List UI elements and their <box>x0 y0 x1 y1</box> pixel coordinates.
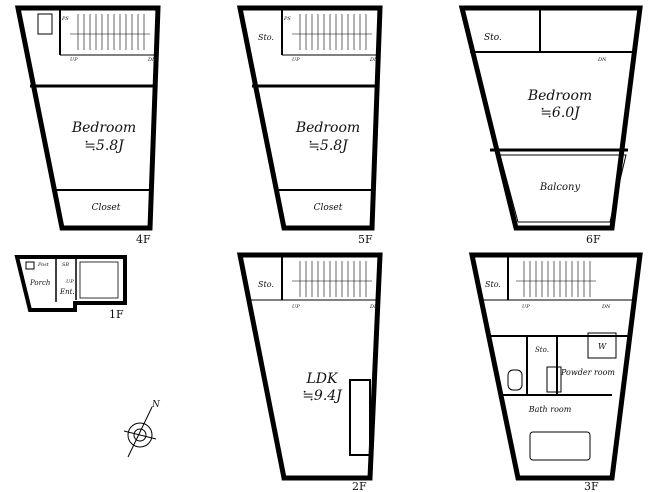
floor-1f: Post SB Porch Ent. UP 1F <box>14 255 127 321</box>
dn-label: DN <box>369 304 379 310</box>
outer-wall <box>458 5 643 231</box>
bathtub-icon <box>529 431 591 461</box>
up-label: UP <box>522 304 530 310</box>
outer-wall <box>236 5 383 231</box>
compass-rose: N <box>123 400 161 458</box>
up-label: UP <box>66 279 74 285</box>
room-name: LDK <box>306 371 340 387</box>
floor-2f: Sto. UP DN LDK ≒9.4J 2F <box>236 252 383 492</box>
balcony-outline <box>499 154 627 223</box>
toilet-icon <box>37 13 53 35</box>
compass-circle <box>127 422 153 448</box>
room-name: Bedroom <box>71 120 136 136</box>
staircase <box>70 14 150 50</box>
staircase <box>292 14 372 50</box>
storage-label: Sto. <box>258 280 274 289</box>
stair-area <box>79 261 119 299</box>
floor-label: 1F <box>109 308 124 321</box>
floor-6f: Sto. DN Bedroom ≒6.0J Balcony 6F <box>458 5 643 246</box>
post-box <box>25 261 35 270</box>
dn-label: DN <box>597 57 607 63</box>
room-area: ≒5.8J <box>84 138 125 154</box>
storage-label: Sto. <box>485 280 501 289</box>
toilet-icon <box>507 369 523 391</box>
washer-label: W <box>598 342 607 351</box>
entrance-label: Ent. <box>59 288 75 296</box>
room-area: ≒9.4J <box>302 388 343 404</box>
room-area: ≒6.0J <box>540 105 581 121</box>
ps-label: PS <box>283 16 291 22</box>
closet-label: Closet <box>314 203 343 213</box>
dn-label: DN <box>147 57 157 63</box>
dn-label: DN <box>369 57 379 63</box>
dn-label: DN <box>601 304 611 310</box>
washer-space <box>587 332 617 359</box>
ps-label: PS <box>61 16 69 22</box>
porch-label: Porch <box>29 279 50 287</box>
floor-label: 3F <box>584 480 599 492</box>
up-label: UP <box>292 304 300 310</box>
floor-4f: PS UP DN Bedroom ≒5.8J Closet 4F <box>14 5 161 246</box>
outer-wall <box>14 255 127 312</box>
staircase <box>516 261 596 297</box>
kitchen-counter <box>349 379 371 456</box>
floor-label: 2F <box>352 480 367 492</box>
room-area: ≒5.8J <box>308 138 349 154</box>
balcony-label: Balcony <box>539 182 581 193</box>
bath-room-label: Bath room <box>528 405 572 414</box>
compass-inner <box>133 428 147 442</box>
storage-label: Sto. <box>484 33 502 43</box>
sb-label: SB <box>62 262 69 268</box>
outer-wall <box>468 252 643 481</box>
storage-label: Sto. <box>258 33 274 42</box>
floor-label: 4F <box>136 233 151 246</box>
room-name: Bedroom <box>527 88 592 104</box>
north-arrow <box>127 406 153 458</box>
up-label: UP <box>70 57 78 63</box>
up-label: UP <box>292 57 300 63</box>
outer-wall <box>236 252 383 481</box>
compass-axis <box>123 430 157 440</box>
floor-label: 6F <box>586 233 601 246</box>
powder-room-label: Powder room <box>560 368 615 377</box>
floor-3f: Sto. Sto. W Powder room Bath room UP DN … <box>468 252 643 492</box>
room-name: Bedroom <box>295 120 360 136</box>
closet-label: Closet <box>92 203 121 213</box>
staircase <box>292 261 372 297</box>
sink-icon <box>546 366 562 393</box>
floor-5f: Sto. PS UP DN Bedroom ≒5.8J Closet 5F <box>236 5 383 246</box>
floor-label: 5F <box>358 233 373 246</box>
post-label: Post <box>37 262 50 268</box>
storage-label: Sto. <box>535 346 549 354</box>
outer-wall <box>14 5 161 231</box>
north-label: N <box>151 400 161 410</box>
